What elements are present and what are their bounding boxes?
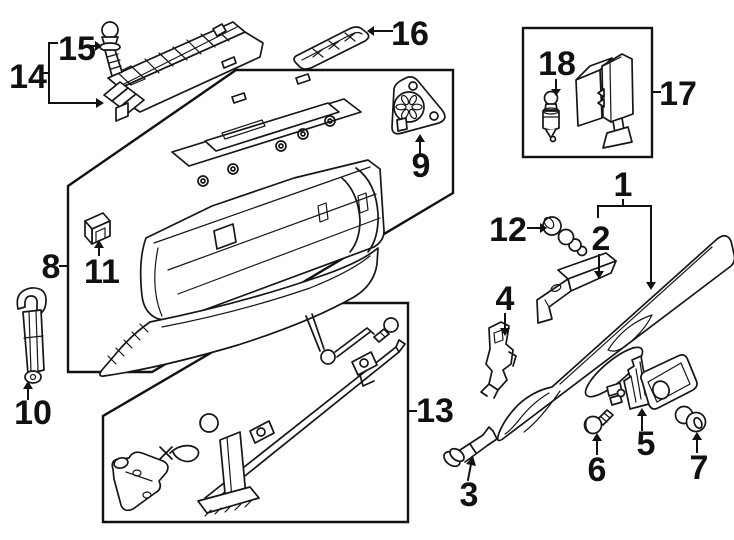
callout-13: 13 bbox=[408, 392, 454, 430]
callout-17: 17 bbox=[651, 75, 697, 113]
part-6-screw-illustration bbox=[583, 409, 614, 435]
callout-18-label: 18 bbox=[538, 45, 576, 83]
group-box-8-outline bbox=[66, 68, 455, 374]
callout-15-label: 15 bbox=[58, 30, 96, 68]
callout-6-label: 6 bbox=[588, 451, 607, 489]
hinge-bar-assembly-illustration bbox=[111, 313, 406, 517]
part-15-bolt-illustration bbox=[99, 21, 123, 77]
callout-14-label: 14 bbox=[9, 58, 47, 96]
part-11-bumper-illustration bbox=[84, 212, 111, 245]
part-16-plate-illustration bbox=[293, 26, 370, 70]
callout-18: 18 bbox=[538, 45, 576, 96]
callout-9: 9 bbox=[412, 134, 431, 185]
part-2-handle-illustration bbox=[536, 252, 617, 324]
part-12-screw-illustration bbox=[542, 216, 588, 257]
callouts-layer: 15 14 16 9 18 17 12 bbox=[9, 15, 708, 514]
part-7-lock-illustration bbox=[674, 405, 707, 433]
callout-12: 12 bbox=[489, 211, 547, 249]
callout-12-label: 12 bbox=[489, 211, 527, 249]
part-5-latch-illustration bbox=[606, 354, 698, 410]
part-18-bulb-illustration bbox=[542, 90, 560, 143]
callout-3-label: 3 bbox=[460, 476, 479, 514]
glovebox-housing-illustration bbox=[99, 73, 385, 377]
callout-3: 3 bbox=[460, 456, 479, 514]
part-4-striker-illustration bbox=[480, 321, 517, 399]
callout-8: 8 bbox=[42, 248, 68, 286]
callout-5: 5 bbox=[637, 408, 656, 463]
part-9-damper-illustration bbox=[391, 76, 446, 135]
callout-2-label: 2 bbox=[592, 220, 611, 258]
callout-10-label: 10 bbox=[14, 394, 52, 432]
callout-7-label: 7 bbox=[690, 449, 709, 487]
callout-10: 10 bbox=[14, 381, 52, 432]
callout-14: 14 bbox=[9, 42, 104, 108]
callout-5-label: 5 bbox=[637, 425, 656, 463]
callout-1-label: 1 bbox=[614, 166, 633, 204]
callout-13-label: 13 bbox=[416, 392, 454, 430]
callout-2: 2 bbox=[592, 220, 611, 279]
group-box-13-outline bbox=[101, 301, 410, 524]
part-17-lamp-illustration bbox=[575, 53, 634, 149]
callout-16-label: 16 bbox=[391, 15, 429, 53]
part-10-striker-illustration bbox=[16, 287, 47, 384]
callout-9-label: 9 bbox=[412, 147, 431, 185]
callout-6: 6 bbox=[588, 433, 607, 489]
callout-17-label: 17 bbox=[659, 75, 697, 113]
part-1-door-illustration bbox=[496, 234, 734, 442]
part-3-pin-illustration bbox=[443, 426, 498, 468]
callout-15: 15 bbox=[58, 30, 102, 68]
callout-11-label: 11 bbox=[84, 253, 120, 291]
part-14-illustration bbox=[103, 21, 264, 122]
callout-11: 11 bbox=[84, 240, 120, 291]
callout-7: 7 bbox=[690, 432, 709, 487]
callout-4: 4 bbox=[496, 280, 515, 336]
callout-1: 1 bbox=[597, 166, 656, 290]
callout-4-label: 4 bbox=[496, 280, 515, 318]
callout-16: 16 bbox=[367, 15, 429, 53]
callout-8-label: 8 bbox=[42, 248, 61, 286]
